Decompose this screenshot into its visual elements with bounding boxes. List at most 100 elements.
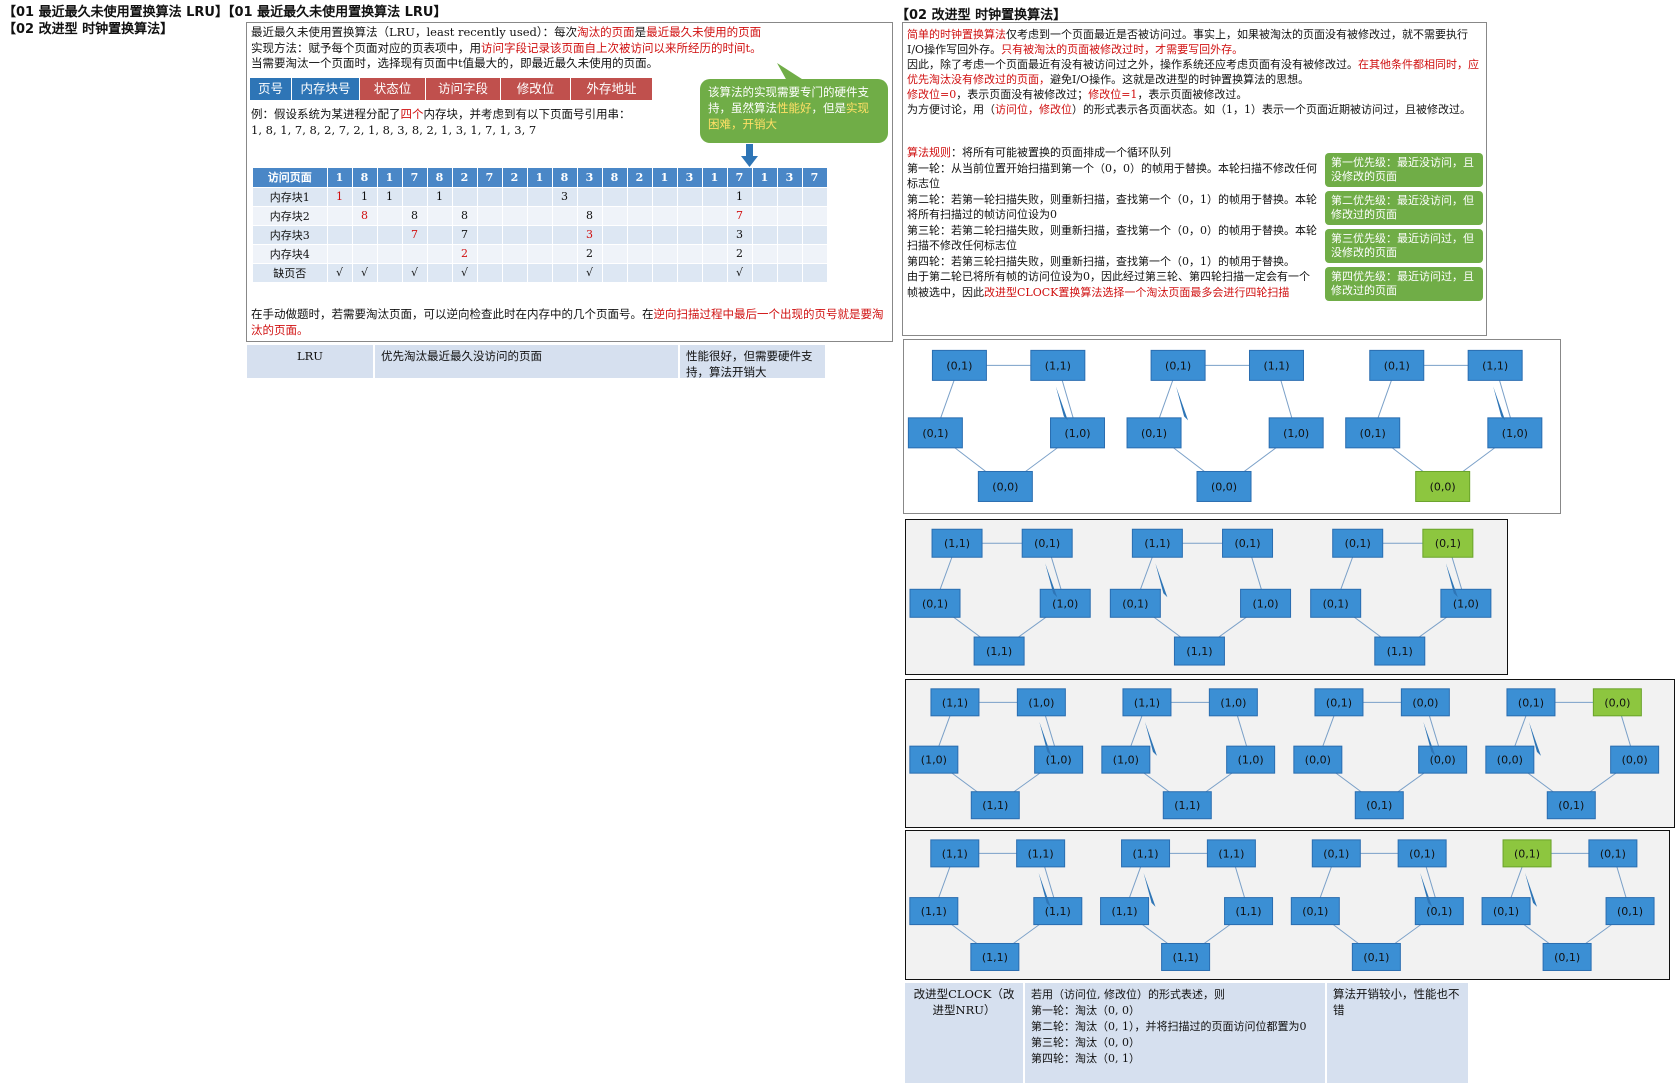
frame-box [1016,688,1066,717]
ref-page-13: 1 [652,168,678,188]
ref-page-4: 8 [427,168,453,188]
ref-page-19: 7 [802,168,828,188]
table-cell: 2 [727,244,753,264]
table-cell [602,244,628,264]
priority-4-note: 第四优先级：最近访问过，且修改过的页面 [1325,267,1483,301]
frame-box [1016,839,1066,868]
frame-box [931,528,983,558]
frame-box [1100,897,1150,926]
row-label: 内存块3 [253,225,328,245]
frame-box [909,897,959,926]
frame-box [1487,417,1543,449]
table-cell [602,187,628,207]
table-cell [552,244,578,264]
frame-box [1481,897,1531,926]
table-cell [677,244,703,264]
table-cell [752,244,778,264]
frame-state-label: (0,1) [1360,427,1386,440]
table-cell [552,225,578,245]
ref-page-15: 1 [702,168,728,188]
table-cell [552,206,578,226]
table-cell [352,225,378,245]
clock-row-svg: (1,1)(1,0)(1,0)(1,0)(1,1)(1,1)(1,0)(1,0)… [909,688,1660,820]
clock-diagram-row-3: (1,1)(1,0)(1,0)(1,0)(1,1)(1,1)(1,0)(1,0)… [905,679,1675,828]
table-cell [677,187,703,207]
frame-state-label: (0,1) [946,359,972,372]
header-status: 状态位 [360,78,426,100]
frame-box [1293,745,1343,774]
frame-state-label: (1,0) [1064,427,1090,440]
frame-box [1374,636,1426,666]
frame-state-label: (0,1) [1302,905,1328,918]
frame-state-label: (1,0) [1028,696,1054,709]
bubble-tail [777,63,805,81]
lru-summary-row: LRU 优先淘汰最近最久没访问的页面 性能很好，但需要硬件支持，算法开销大 [247,345,825,379]
header-access-field: 访问字段 [426,78,501,100]
frame-box [930,688,980,717]
frame-state-label: (0,0) [1430,754,1456,767]
frame-box [1126,417,1182,449]
table-cell [527,244,553,264]
frame-state-label: (0,0) [1412,696,1438,709]
frame-box [1610,745,1660,774]
frame-box [907,417,963,449]
priority-3-note: 第三优先级：最近访问过，但没修改的页面 [1325,229,1483,263]
scan-pointer-arrow-icon [1528,721,1541,756]
frame-box [1588,839,1638,868]
table-cell [352,244,378,264]
round-1: 第一轮：从当前位置开始扫描到第一个（0，0）的帧用于替换。本轮扫描不修改任何标志… [907,161,1317,191]
table-cell [502,244,528,264]
table-row: 缺页否√√√√√√ [253,263,828,283]
table-cell [427,263,453,283]
table-cell [652,263,678,283]
frame-state-label: (0,1) [1165,359,1191,372]
table-cell: 1 [727,187,753,207]
frame-box [1121,839,1171,868]
table-cell [502,206,528,226]
frame-box [1224,897,1274,926]
table-cell [802,225,828,245]
frame-state-label: (1,0) [921,754,947,767]
table-cell [477,206,503,226]
table-cell [752,263,778,283]
table-cell: 1 [427,187,453,207]
ref-page-6: 7 [477,168,503,188]
frame-box [1161,942,1211,971]
frame-box [1345,417,1401,449]
table-cell [652,244,678,264]
scan-pointer-arrow-icon [1039,721,1052,756]
frame-box [1418,745,1468,774]
frame-state-label: (1,0) [1453,597,1479,610]
table-cell: √ [577,263,603,283]
frame-box [1033,897,1083,926]
table-cell [327,206,353,226]
table-cell [802,206,828,226]
table-cell [802,187,828,207]
frame-box [1196,470,1252,502]
table-header-label: 访问页面 [253,168,328,188]
frame-box [1397,839,1447,868]
round-4: 第四轮：若第三轮扫描失败，则重新扫描，查找第一个（0，1）的帧用于替换。 [907,254,1295,268]
clock-intro: 简单的时钟置换算法仅考虑到一个页面最近是否被访问过。事实上，如果被淘汰的页面没有… [907,28,1479,116]
frame-state-label: (0,1) [1518,696,1544,709]
frame-box [1502,839,1552,868]
frame-state-label: (1,0) [1113,754,1139,767]
table-cell [452,187,478,207]
table-cell: 3 [727,225,753,245]
table-cell [377,225,403,245]
table-cell [777,244,803,264]
frame-state-label: (1,1) [1028,847,1054,860]
table-cell [602,263,628,283]
frame-state-label: (0,1) [1384,359,1410,372]
table-cell [502,225,528,245]
table-cell: 1 [327,187,353,207]
frame-state-label: (1,0) [1052,597,1078,610]
frame-state-label: (1,1) [1112,905,1138,918]
table-cell [702,187,728,207]
scan-pointer-arrow-icon [1055,386,1068,421]
frame-state-label: (1,1) [921,905,947,918]
table-cell [477,187,503,207]
frame-box [1206,839,1256,868]
